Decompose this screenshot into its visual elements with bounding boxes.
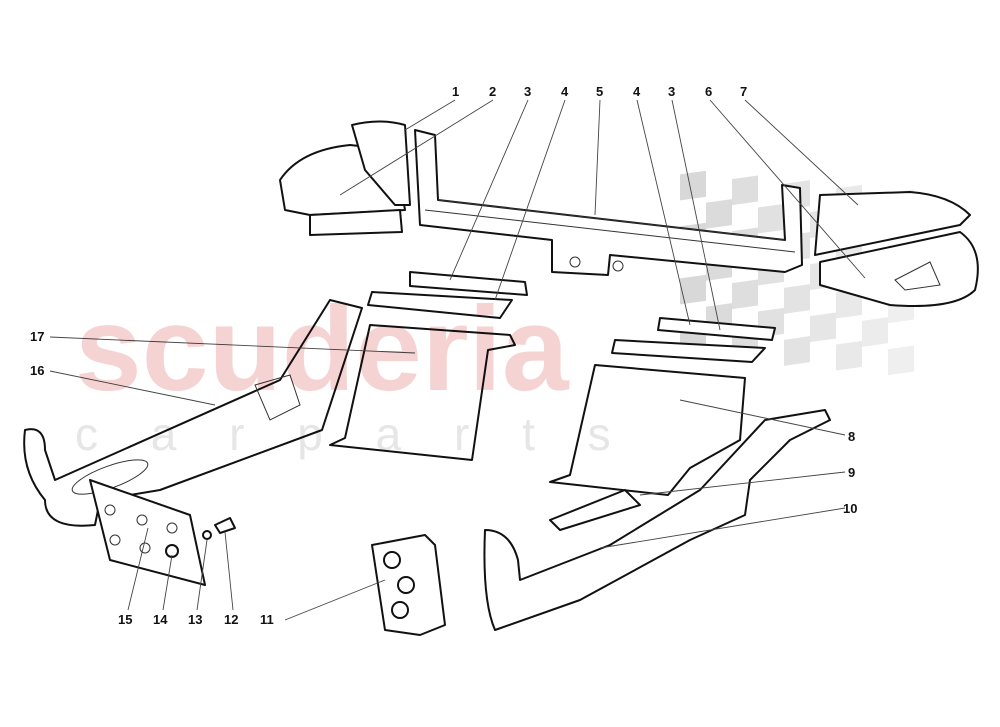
label-3b: 3 (668, 84, 675, 99)
flag-square (862, 317, 888, 347)
leader-lines (49, 99, 866, 621)
label-15: 15 (118, 612, 132, 627)
flag-square (810, 312, 836, 343)
label-3: 3 (524, 84, 531, 99)
flag-square (784, 284, 810, 314)
label-11: 11 (260, 612, 274, 627)
flag-square (732, 175, 758, 206)
watermark-sub: c a r p a r t s (75, 408, 631, 460)
flag-square (758, 203, 784, 234)
flag-square (784, 336, 810, 366)
flag-square (888, 345, 914, 376)
flag-square (836, 340, 862, 371)
part-plate-15 (89, 479, 236, 586)
flag-square (680, 274, 706, 305)
label-9: 9 (848, 465, 855, 480)
part-bulkhead-frame (414, 129, 803, 276)
part-left-rear-panel (279, 120, 411, 236)
flag-square (680, 170, 706, 201)
part-right-rear-panel (814, 191, 979, 307)
watermark: scuderia c a r p a r t s (75, 282, 631, 460)
part-right-strip (549, 317, 776, 496)
part-left-strip (329, 271, 528, 461)
label-6: 6 (705, 84, 712, 99)
label-14: 14 (153, 612, 168, 627)
label-8: 8 (848, 429, 855, 444)
label-5: 5 (596, 84, 603, 99)
callout-labels: 1 2 3 4 5 4 3 6 7 8 9 10 11 12 13 14 15 … (30, 84, 857, 627)
label-4b: 4 (633, 84, 641, 99)
flag-square (732, 279, 758, 310)
label-1: 1 (452, 84, 459, 99)
label-4: 4 (561, 84, 569, 99)
watermark-brand: scuderia (75, 282, 570, 416)
label-2: 2 (489, 84, 496, 99)
label-7: 7 (740, 84, 747, 99)
label-10: 10 (843, 501, 857, 516)
label-17: 17 (30, 329, 44, 344)
flag-square (836, 288, 862, 319)
label-12: 12 (224, 612, 238, 627)
label-16: 16 (30, 363, 44, 378)
flag-square (706, 199, 732, 229)
part-right-sill (483, 409, 831, 631)
part-bracket-11 (371, 534, 446, 636)
label-13: 13 (188, 612, 202, 627)
